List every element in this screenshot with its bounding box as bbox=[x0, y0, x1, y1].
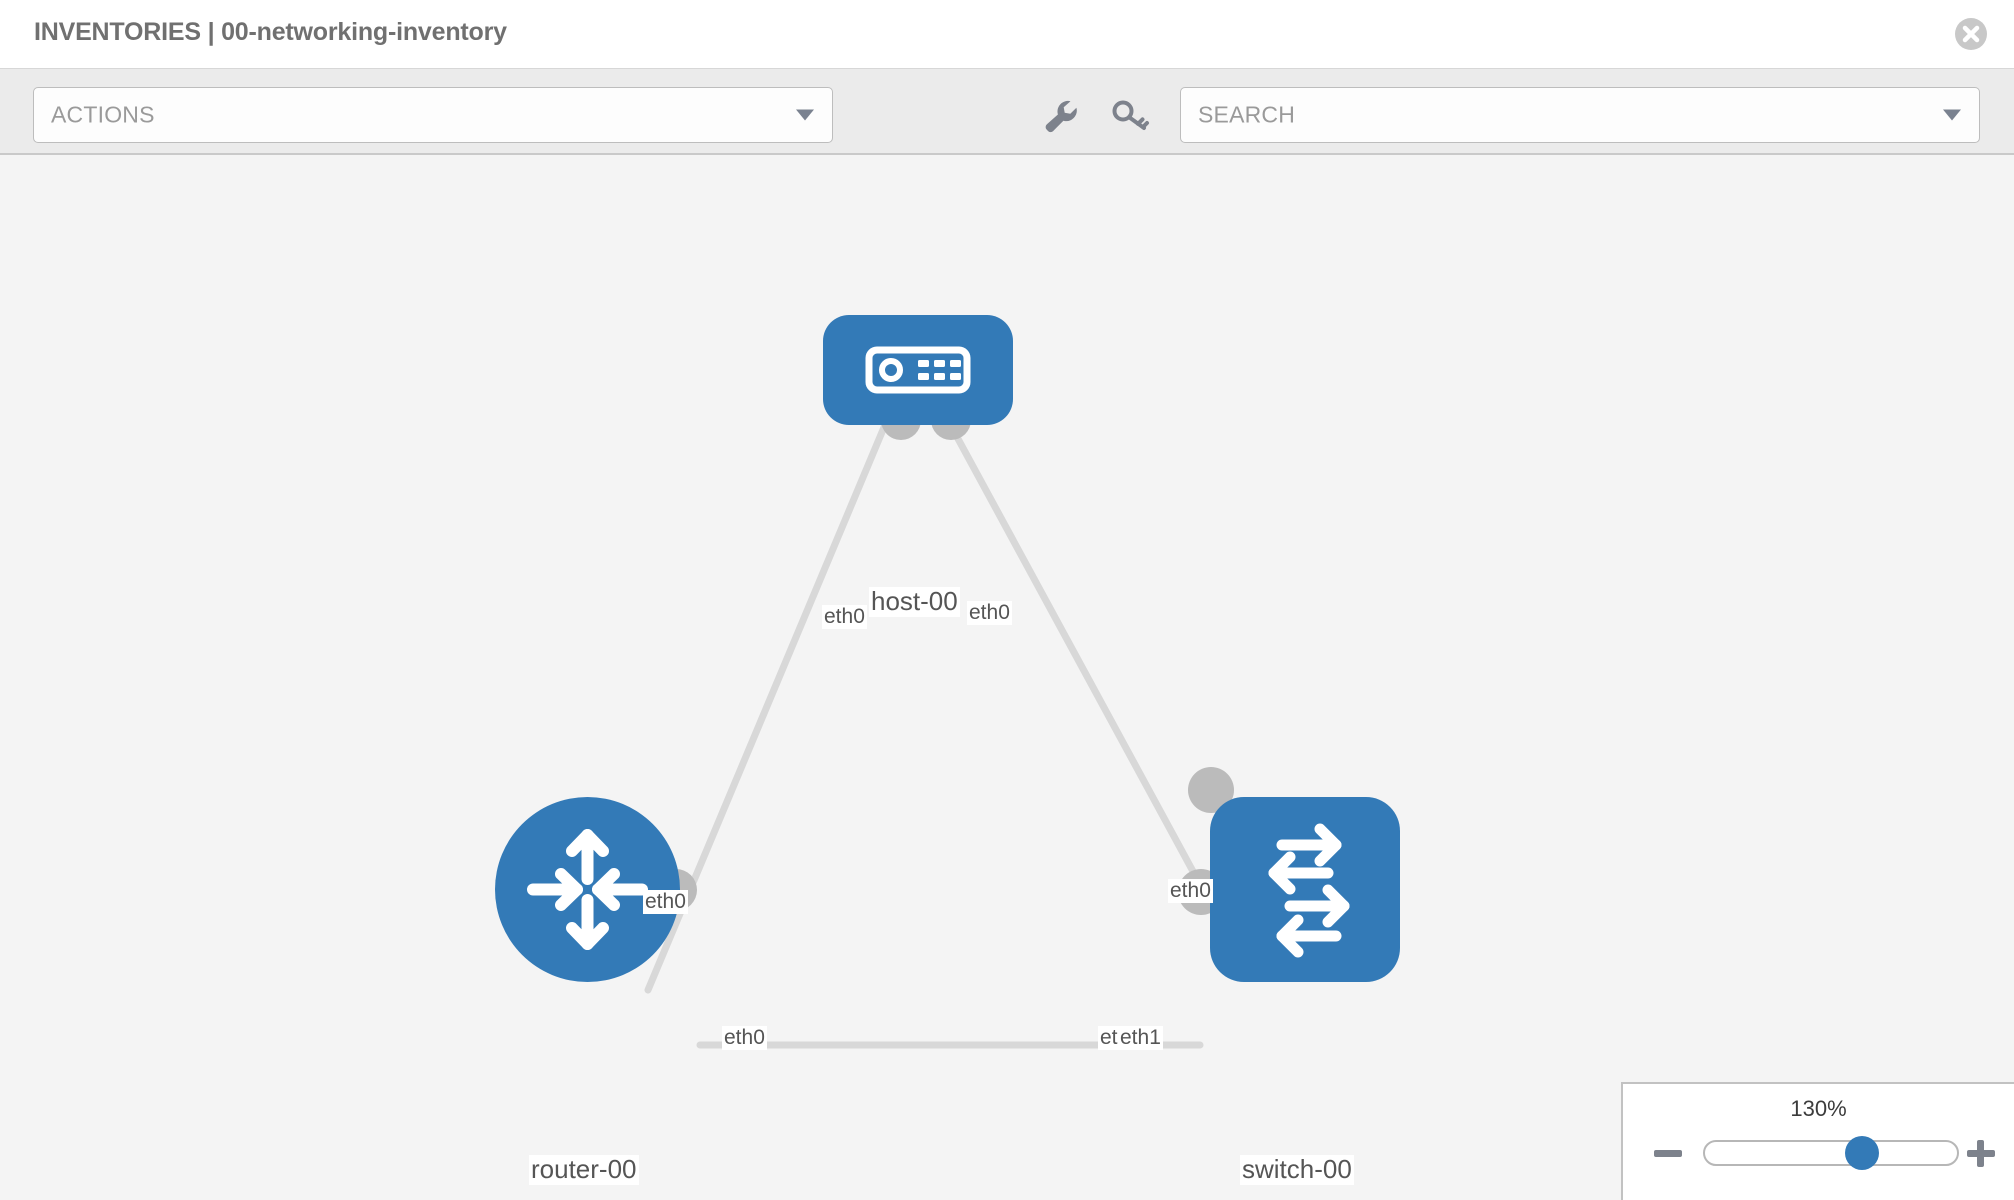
page-title: INVENTORIES | 00-networking-inventory bbox=[34, 18, 507, 46]
switch-arrows-icon bbox=[1268, 823, 1350, 958]
zoom-control-panel: 130% bbox=[1621, 1082, 2014, 1200]
iface-label-host-right: eth0 bbox=[967, 601, 1012, 626]
topology-canvas[interactable]: eth0 host-00 eth0 bbox=[0, 155, 2014, 1200]
node-label-router-00: router-00 bbox=[529, 1154, 639, 1185]
router-arrows-icon bbox=[527, 829, 648, 950]
iface-label-router-up: eth0 bbox=[643, 890, 688, 915]
node-label-host-00: host-00 bbox=[869, 586, 960, 617]
node-host-00[interactable] bbox=[823, 315, 1013, 440]
actions-dropdown[interactable]: ACTIONS bbox=[33, 87, 833, 143]
node-host-00-shape bbox=[823, 315, 1013, 425]
actions-dropdown-label: ACTIONS bbox=[51, 101, 155, 128]
link-host-switch bbox=[940, 409, 1237, 949]
iface-label-router-right: eth0 bbox=[722, 1026, 767, 1051]
iface-label-switch-up: eth0 bbox=[1168, 879, 1213, 904]
iface-label-switch-left-b: eth1 bbox=[1118, 1026, 1163, 1051]
node-switch-00[interactable] bbox=[1178, 767, 1400, 982]
zoom-slider-row bbox=[1623, 1134, 2014, 1174]
chevron-down-icon bbox=[1943, 109, 1961, 121]
iface-label-host-left: eth0 bbox=[822, 605, 867, 630]
toolbar: ACTIONS SEARCH bbox=[0, 69, 2014, 155]
node-label-switch-00: switch-00 bbox=[1240, 1154, 1354, 1185]
wrench-icon[interactable] bbox=[1040, 98, 1082, 134]
search-input-value: SEARCH bbox=[1198, 101, 1296, 128]
zoom-slider-track[interactable] bbox=[1703, 1136, 1959, 1170]
key-icon[interactable] bbox=[1110, 98, 1152, 134]
zoom-slider-thumb[interactable] bbox=[1845, 1136, 1879, 1170]
close-icon[interactable] bbox=[1955, 18, 1987, 50]
search-input[interactable]: SEARCH bbox=[1180, 87, 1980, 143]
node-router-00-shape bbox=[495, 797, 680, 982]
chevron-down-icon bbox=[796, 109, 814, 121]
zoom-in-button[interactable] bbox=[1964, 1136, 1998, 1170]
zoom-level-label: 130% bbox=[1790, 1096, 1847, 1121]
topology-links bbox=[644, 409, 1237, 1049]
zoom-out-button[interactable] bbox=[1651, 1136, 1685, 1170]
page-header: INVENTORIES | 00-networking-inventory bbox=[0, 0, 2014, 69]
node-switch-00-shape bbox=[1210, 797, 1400, 982]
server-icon bbox=[865, 346, 971, 394]
